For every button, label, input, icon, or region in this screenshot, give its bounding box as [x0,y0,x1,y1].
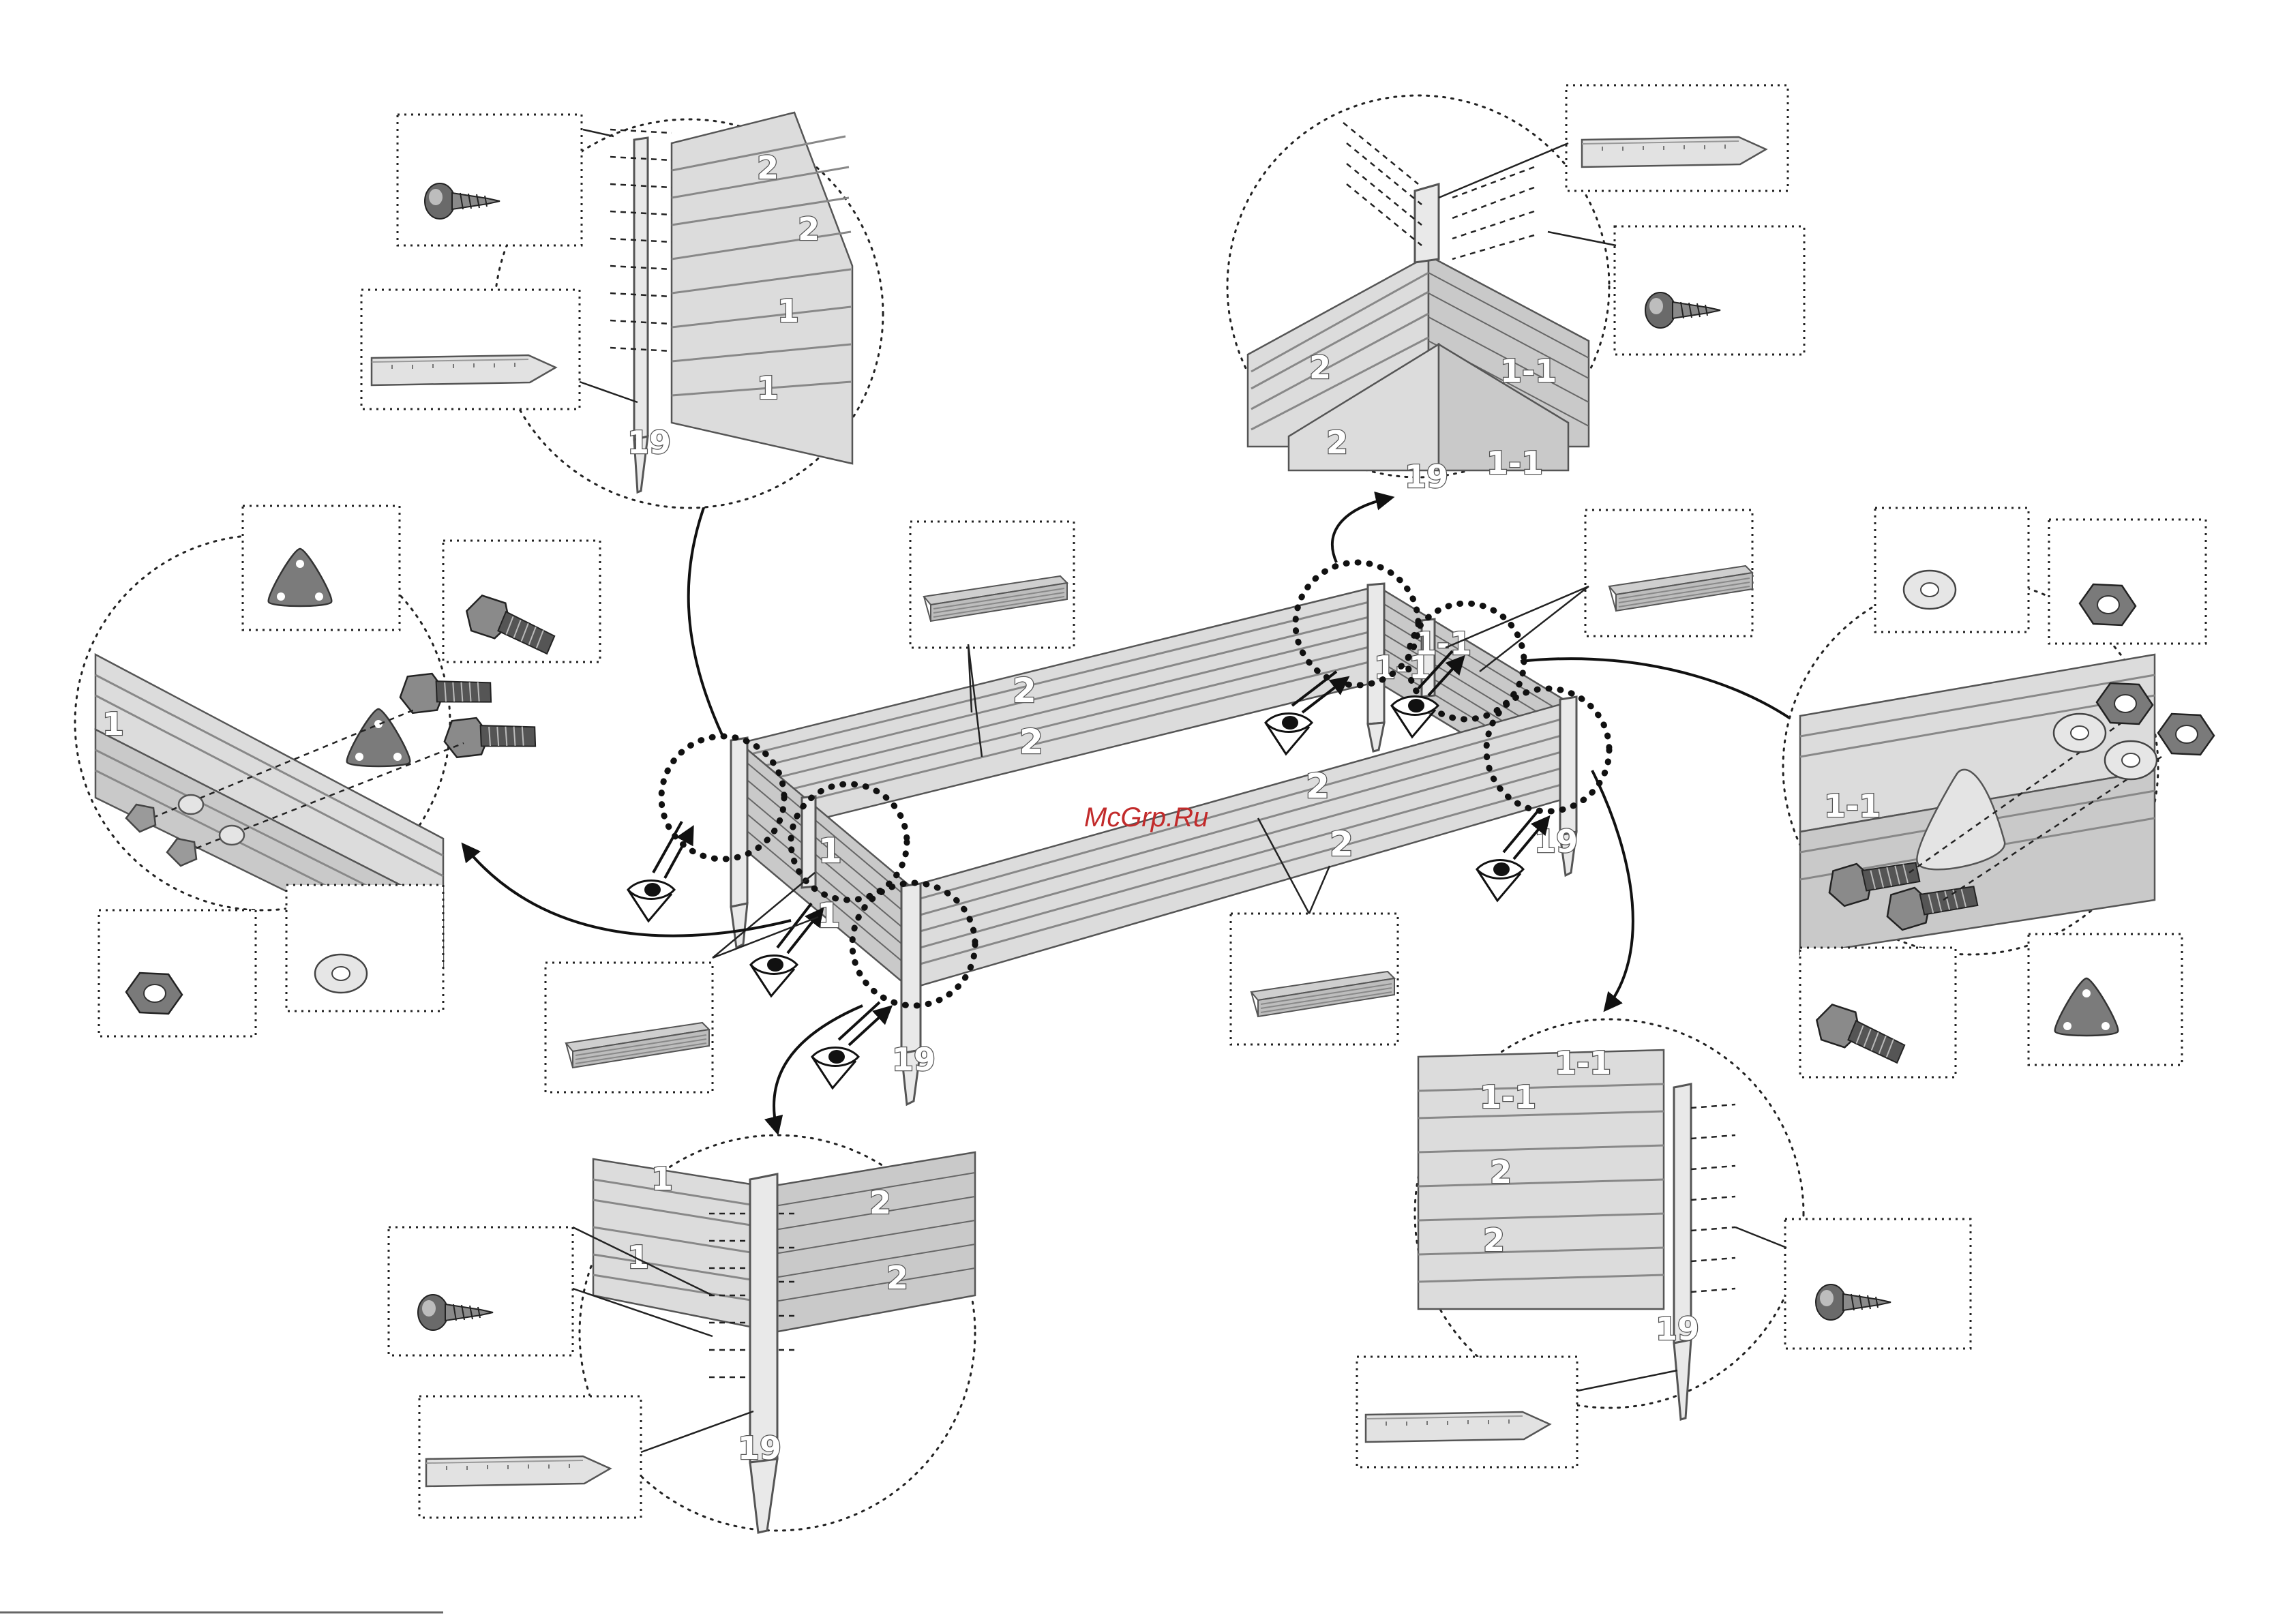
hex-bolt-icon [441,707,538,762]
view-eye-icon [751,956,797,997]
part-label-1: 1 [777,292,799,329]
ground-stake-icon [372,355,556,385]
view-eye-icon [812,1048,858,1089]
part-label-19: 19 [738,1430,781,1467]
view-eye-icon [1266,714,1312,755]
nut-callout-box [2049,520,2206,644]
part-label-19: 19 [627,424,671,461]
part-label-1: 1 [102,706,124,742]
plate-callout-box [243,506,400,630]
part-label-2: 2 [1309,349,1331,386]
washer-callout-box [286,885,443,1011]
part-label-1: 1 [627,1239,649,1276]
part-label-1: 1 [651,1160,673,1197]
view-eye-icon [1392,697,1438,738]
part-label-2: 2 [1306,766,1330,806]
washer-icon [1904,571,1956,609]
watermark: McGrp.Ru [1084,802,1208,832]
detail-corner-top-right: 2 2 1-1 1-1 19 [1227,95,1609,495]
part-label-2: 2 [886,1259,908,1296]
part-label-2: 2 [1019,722,1043,762]
part-label-1-1: 1-1 [1824,787,1881,824]
part-label-1-1: 1-1 [1555,1044,1611,1081]
washer-icon [315,954,367,993]
screw-callout-box [1615,226,1804,355]
part-label-2: 2 [1490,1154,1512,1190]
part-label-1-1: 1-1 [1480,1079,1536,1115]
part-label-19: 19 [1405,458,1448,495]
washer-icon [2105,741,2157,779]
plate-callout-box [2029,934,2182,1065]
nut-callout-box [99,910,256,1036]
ground-stake-icon [426,1456,610,1486]
part-label-1: 1 [818,831,842,871]
screw-callout-box [1785,1219,1971,1349]
part-label-2: 2 [757,149,779,186]
detail-arrow [1332,498,1391,562]
part-label-19: 19 [1656,1310,1699,1347]
part-label-1-1: 1-1 [1486,445,1543,481]
detail-arrow [689,477,723,736]
stake-callout-box [361,290,580,409]
part-label-1-1: 1-1 [1500,352,1557,389]
part-label-1: 1 [817,896,841,935]
detail-arrow [1592,770,1633,1009]
part-label-2: 2 [1330,824,1353,864]
screw-callout-box [398,115,582,245]
stake-callout-box [1357,1357,1577,1467]
view-eye-icon [628,881,674,922]
part-label-2: 2 [1483,1222,1505,1259]
washer-callout-box [1875,508,2029,632]
part-label-2: 2 [1326,424,1348,461]
part-label-2: 2 [869,1184,891,1221]
hex-nut-icon [2158,714,2214,755]
ground-stake-icon [1582,137,1766,167]
view-eye-icon [1477,860,1523,901]
part-label-2: 2 [798,211,820,247]
ground-stake-icon [1366,1412,1550,1442]
part-label-1: 1 [757,370,779,406]
screw-callout-box [389,1227,573,1355]
bolt-callout-box [443,541,600,662]
part-label-19: 19 [892,1041,936,1078]
part-label-2: 2 [1013,671,1036,710]
washer-icon [2054,714,2106,752]
